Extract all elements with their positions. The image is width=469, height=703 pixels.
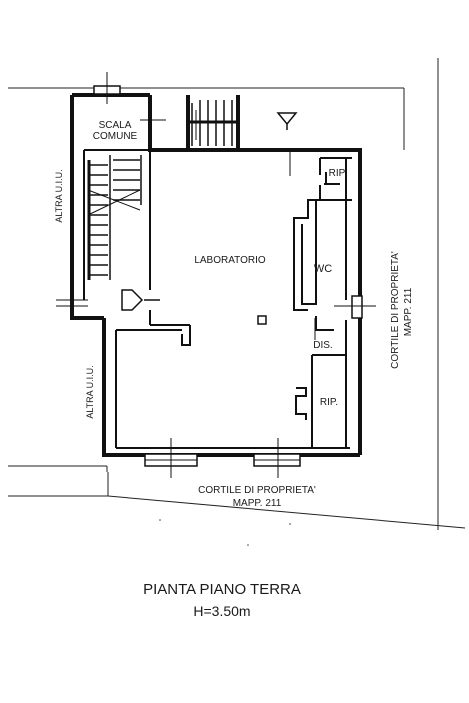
altra-uiu-bottom-label: ALTRA U.I.U. (85, 365, 95, 418)
survey-dots (159, 519, 291, 546)
wc-label: WC (314, 263, 332, 275)
cortile-right-line1: CORTILE DI PROPRIETA' (390, 251, 401, 369)
rip-top-label: RIP (329, 168, 346, 179)
cortile-right-line2: MAPP. 211 (403, 287, 414, 336)
interior-walls (83, 149, 352, 449)
rip-bottom-label: RIP. (320, 397, 338, 408)
cortile-bottom-line1: CORTILE DI PROPRIETA' (198, 485, 316, 496)
plan-height: H=3.50m (193, 603, 250, 619)
altra-uiu-top-label: ALTRA U.I.U. (54, 169, 64, 222)
stair-direction-lines (87, 110, 197, 216)
plan-title: PIANTA PIANO TERRA (143, 581, 301, 598)
laboratorio-label: LABORATORIO (194, 255, 266, 266)
dis-label: DIS. (313, 340, 332, 351)
site-context-lines (8, 58, 466, 530)
stair-treads (87, 100, 236, 280)
entrance-arrow-top (276, 112, 298, 130)
scala-label-line2: COMUNE (93, 131, 138, 142)
entrance-arrow-left (121, 289, 160, 311)
cortile-bottom-line2: MAPP. 211 (233, 498, 282, 509)
scala-label-line1: SCALA (99, 120, 132, 131)
window-markers (56, 72, 376, 478)
